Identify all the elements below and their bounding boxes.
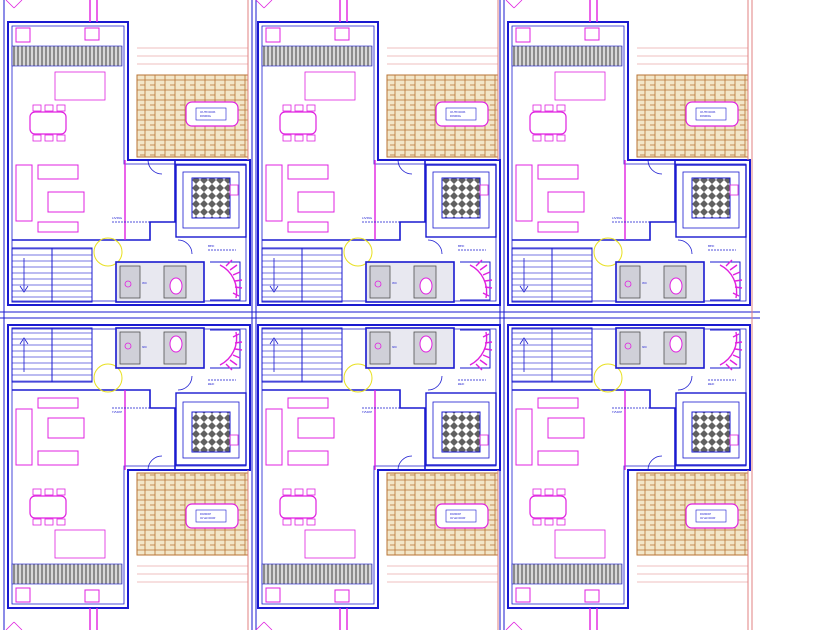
unit-top-3 <box>505 0 751 306</box>
property-grid <box>0 0 760 630</box>
unit-bottom-3 <box>505 324 751 630</box>
unit-bottom-2 <box>255 324 501 630</box>
unit-top-1 <box>5 0 251 306</box>
unit-bottom-1 <box>5 324 251 630</box>
bottom-row <box>5 324 751 630</box>
unit-top-2 <box>255 0 501 306</box>
